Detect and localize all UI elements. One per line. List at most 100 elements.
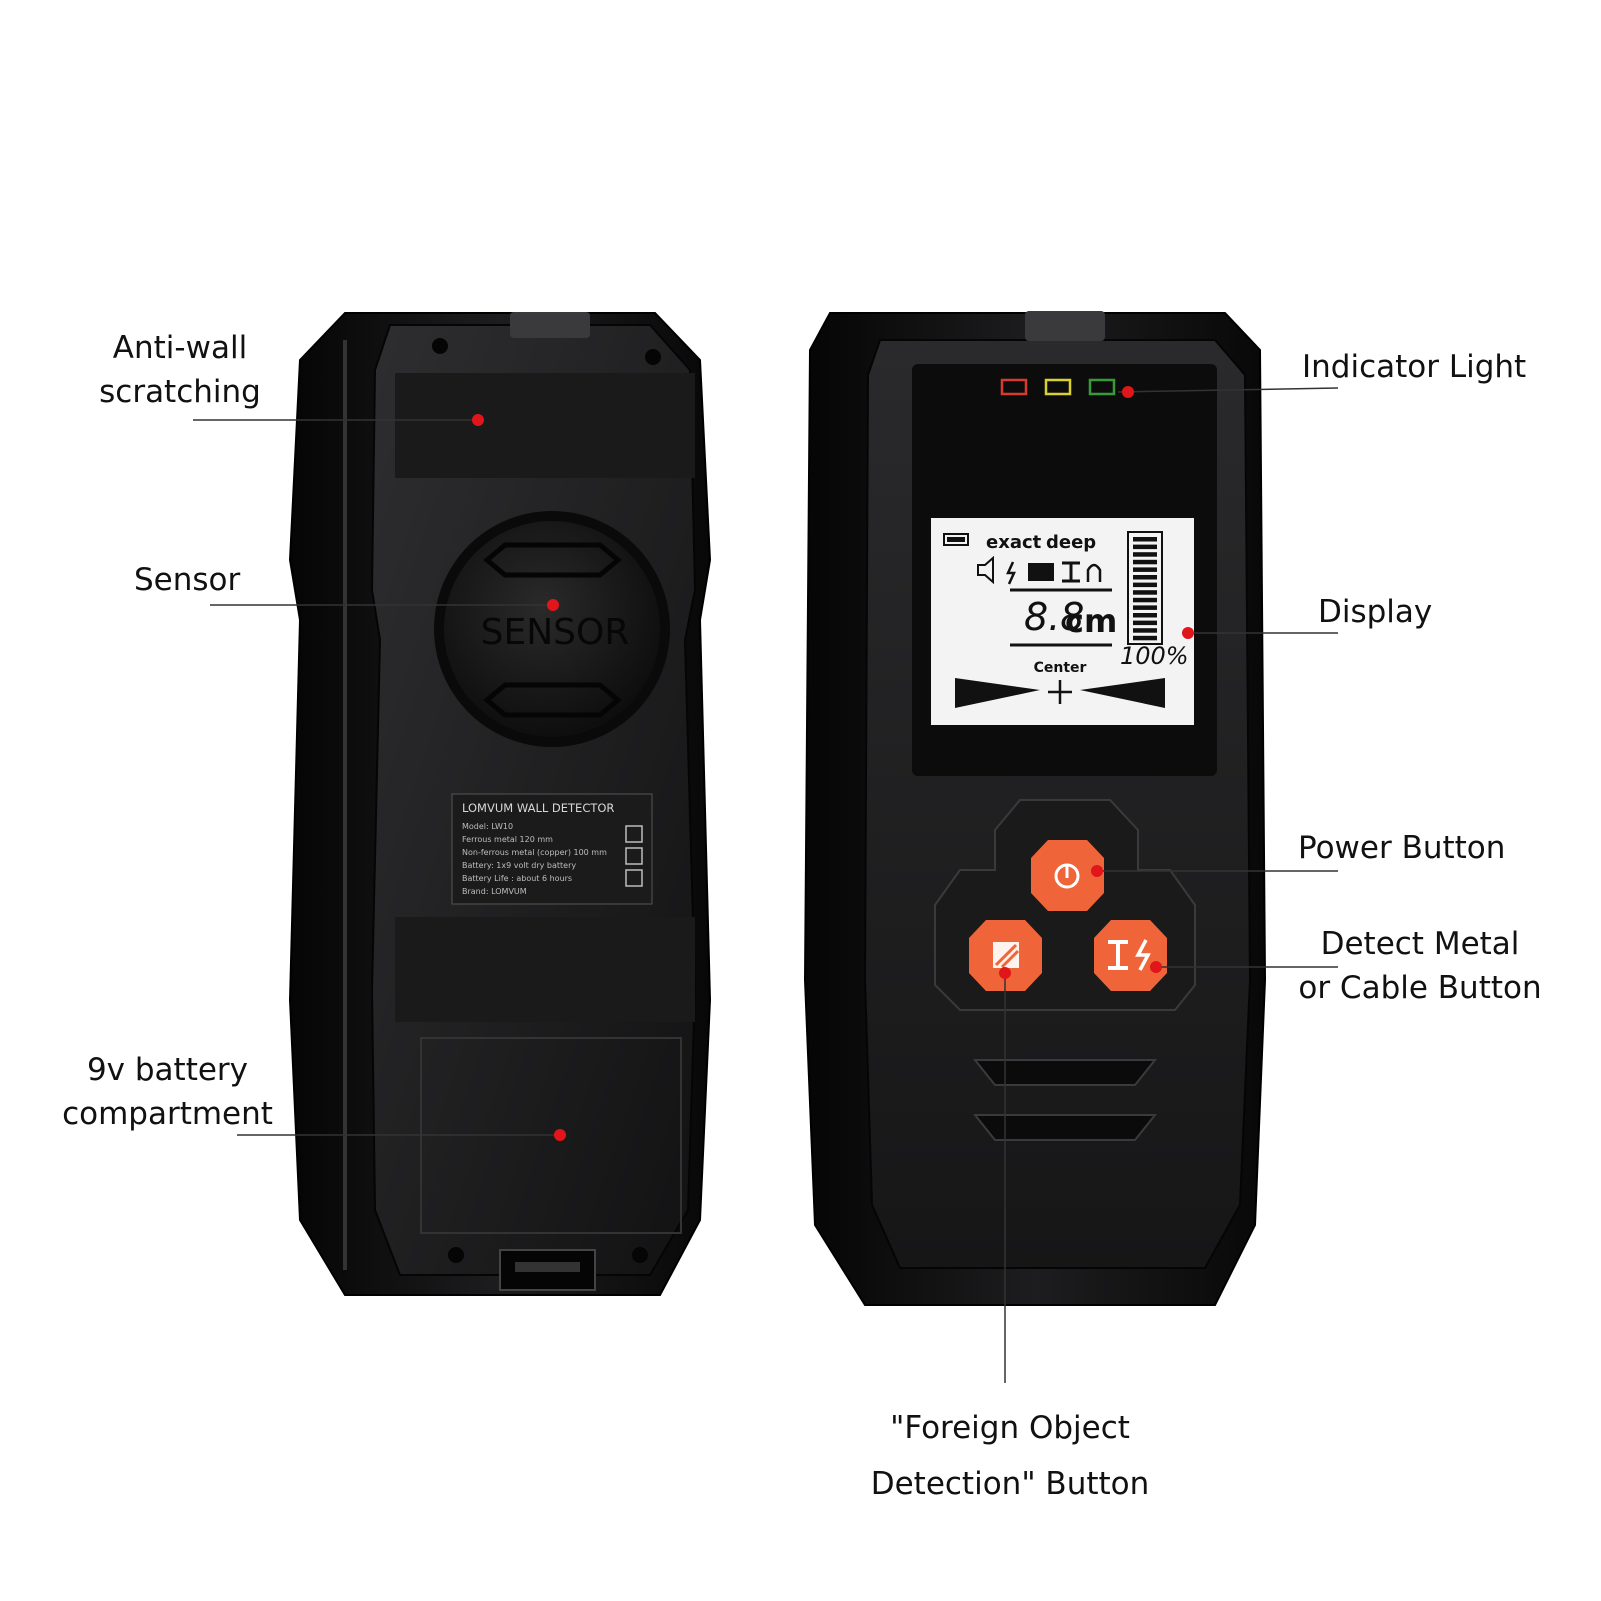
label-plate-line: Brand: LOMVUM — [462, 887, 527, 896]
sensor-disc — [444, 521, 660, 737]
lcd-unit: cm — [1065, 602, 1117, 640]
front-grip-slot — [972, 1059, 1158, 1086]
magnet-icon — [1086, 563, 1102, 582]
callout-dot — [1091, 865, 1103, 877]
level-segment — [1133, 537, 1157, 542]
center-wedge-right — [1080, 678, 1165, 708]
indicator-green — [1088, 378, 1116, 396]
label-plate: LOMVUM WALL DETECTOR Model: LW10 Ferrous… — [451, 793, 653, 905]
level-segment — [1133, 628, 1157, 633]
label-symbol — [625, 825, 643, 843]
indicator-yellow — [1044, 378, 1072, 396]
front-device: exact deep 8.8 cm 100% Center — [803, 311, 1267, 1306]
level-segment — [1133, 559, 1157, 565]
wood-icon — [1028, 563, 1054, 581]
felt-pad-top — [395, 373, 695, 478]
level-segment — [1133, 613, 1157, 618]
callout-line: 9v battery — [86, 1052, 249, 1088]
callout-indicator-light: Indicator Light — [1302, 345, 1526, 389]
callout-sensor: Sensor — [134, 558, 240, 602]
callout-dot — [472, 414, 484, 426]
callout-line: "Foreign Object — [890, 1410, 1130, 1446]
callout-dot — [1150, 961, 1162, 973]
speaker-icon — [977, 555, 994, 585]
felt-pad-bottom — [395, 917, 695, 1022]
callout-line: Display — [1318, 594, 1433, 630]
metal-cable-icon — [1108, 940, 1128, 970]
callout-line: Power Button — [1298, 830, 1506, 866]
callout-dot — [1182, 627, 1194, 639]
power-button[interactable] — [1031, 840, 1104, 911]
battery-icon — [943, 533, 969, 546]
label-plate-line: Ferrous metal 120 mm — [462, 835, 553, 844]
callout-dots — [472, 386, 1194, 1141]
callout-power-button: Power Button — [1298, 826, 1505, 870]
callout-dot — [1122, 386, 1134, 398]
front-grip-slot — [972, 1114, 1158, 1141]
callout-detect-metal-cable: Detect Metal or Cable Button — [1290, 922, 1550, 1010]
level-segment — [1133, 635, 1157, 641]
lcd-mode-exact: exact — [986, 532, 1042, 553]
label-symbol — [625, 869, 643, 887]
callout-line: Sensor — [134, 562, 241, 598]
callout-battery-compartment: 9v battery compartment — [60, 1048, 275, 1136]
top-notch — [510, 312, 590, 338]
lcd-reading: 8.8 — [1024, 595, 1084, 639]
detect-metal-cable-button[interactable] — [1094, 920, 1167, 991]
callout-display: Display — [1318, 590, 1432, 634]
sensor-label: SENSOR — [481, 612, 630, 653]
callout-anti-wall-scratching: Anti-wall scratching — [90, 326, 270, 414]
level-segment — [1133, 582, 1157, 588]
level-segment — [1133, 620, 1157, 626]
label-plate-line: Model: LW10 — [462, 822, 513, 831]
level-segment — [1133, 544, 1157, 550]
callout-line: compartment — [62, 1096, 273, 1132]
sensor-chevron-bottom — [483, 682, 622, 718]
sensor-chevron-top — [483, 542, 622, 578]
level-segment — [1133, 552, 1157, 557]
power-icon — [1054, 863, 1080, 889]
level-frame — [1127, 531, 1163, 645]
screw-hole — [645, 349, 661, 365]
callout-lines — [193, 387, 1339, 1383]
callout-line: scratching — [99, 374, 261, 410]
lcd-center-label: Center — [1034, 660, 1087, 676]
callout-line: Detection" Button — [870, 1466, 1150, 1502]
callout-foreign-object: "Foreign Object Detection" Button — [860, 1400, 1160, 1512]
callout-dot — [547, 599, 559, 611]
label-plate-line: Battery: 1x9 volt dry battery — [462, 861, 576, 870]
screw-hole — [432, 338, 448, 354]
callout-line: or Cable Button — [1298, 970, 1542, 1006]
callout-line: Anti-wall — [112, 330, 248, 366]
lcd-percent: 100% — [1120, 642, 1189, 670]
back-device: SENSOR LOMVUM WALL DETECTOR Model: LW10 … — [288, 312, 712, 1296]
level-segment — [1133, 597, 1157, 603]
callout-dot — [999, 967, 1011, 979]
indicator-red — [1000, 378, 1028, 396]
cable-lightning-icon — [1135, 939, 1151, 971]
label-plate-title: LOMVUM WALL DETECTOR — [462, 801, 614, 815]
level-segment — [1133, 575, 1157, 580]
lightning-icon — [1006, 561, 1016, 585]
screw-hole — [448, 1247, 464, 1263]
signal-level-bars — [1127, 531, 1163, 645]
front-top-notch — [1025, 311, 1105, 341]
callout-line: Detect Metal — [1320, 926, 1520, 962]
center-wedge-left — [955, 678, 1040, 708]
level-segment — [1133, 567, 1157, 572]
callout-line: Indicator Light — [1302, 349, 1527, 385]
level-segment — [1133, 590, 1157, 595]
label-plate-line: Battery Life : about 6 hours — [462, 874, 572, 883]
callout-dot — [554, 1129, 566, 1141]
battery-icon-fill — [947, 537, 965, 542]
metal-i-icon — [1062, 561, 1080, 583]
center-cross-icon — [1048, 680, 1072, 704]
foreign-object-button[interactable] — [969, 920, 1042, 991]
level-segment — [1133, 605, 1157, 610]
lcd-mode-deep: deep — [1046, 532, 1096, 553]
bottom-latch-bar — [515, 1262, 580, 1272]
label-plate-line: Non-ferrous metal (copper) 100 mm — [462, 848, 607, 857]
label-symbol — [625, 847, 643, 865]
screw-hole — [632, 1247, 648, 1263]
